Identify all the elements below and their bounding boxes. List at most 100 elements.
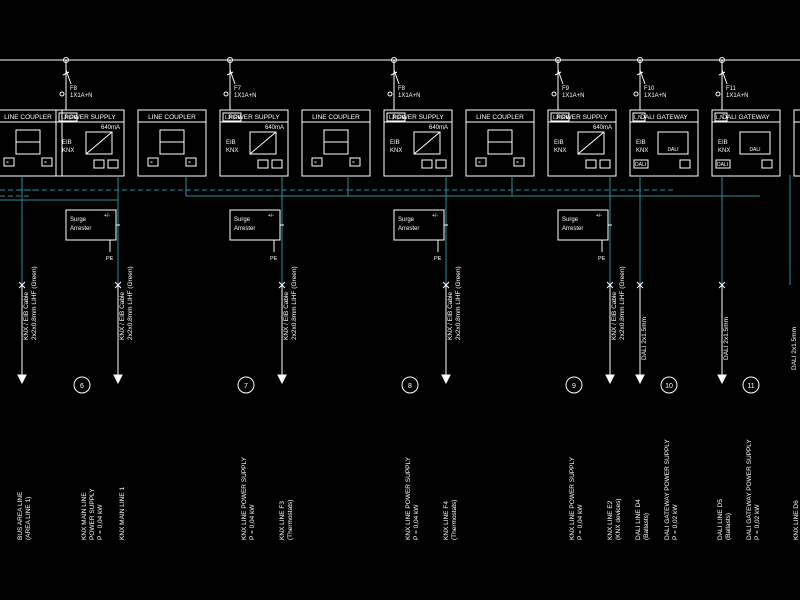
breaker-rating: 1X1A+N bbox=[70, 93, 93, 99]
input-terminal-label: L,N bbox=[716, 115, 724, 121]
feeder-arrow bbox=[635, 374, 645, 385]
circuit-number-ring bbox=[237, 376, 255, 394]
terminal-mark bbox=[606, 281, 614, 289]
terminal-block bbox=[311, 157, 323, 167]
cable-spec-label: 2x2x0.8mm LIHF (Green) bbox=[31, 266, 38, 340]
eib-label: EIB bbox=[62, 140, 72, 146]
module-coupler: LINE COUPLER×× bbox=[137, 109, 207, 177]
circuit-number-ring bbox=[73, 376, 91, 394]
terminal-block bbox=[185, 157, 197, 167]
circuit-description: BUS AREA LINE(AREA LINE 1) bbox=[17, 491, 32, 540]
circuit-number: 6 bbox=[73, 376, 91, 394]
dali-cable-label: DALI 2x1.5mm bbox=[723, 317, 730, 360]
terminal-mark: × bbox=[516, 160, 519, 166]
circuit-number-text: 6 bbox=[80, 383, 84, 390]
power-supply-symbol bbox=[413, 131, 441, 155]
circuit-description: DALI LINE D4(Ballasts) bbox=[635, 499, 650, 540]
circuit-number: 11 bbox=[742, 376, 760, 394]
circuit-description-line: (Ballasts) bbox=[725, 513, 732, 540]
outgoing-feeder bbox=[441, 281, 451, 385]
outgoing-feeder bbox=[717, 281, 727, 385]
output-terminal bbox=[761, 159, 773, 169]
circuit-description-line: DALI GATEWAY POWER SUPPLY bbox=[746, 439, 753, 540]
knx-label: KNX bbox=[636, 148, 648, 154]
outgoing-feeders bbox=[17, 281, 727, 385]
feeder-arrow bbox=[717, 374, 727, 385]
module-title: LINE COUPLER bbox=[312, 114, 360, 121]
breaker-rating: 1X1A+N bbox=[644, 93, 667, 99]
device-modules-row: LINE COUPLER××POWER SUPPLY640mAL,N,PEEIB… bbox=[0, 109, 800, 177]
dali-terminal bbox=[633, 159, 649, 169]
circuit-number-text: 9 bbox=[572, 383, 576, 390]
terminal-mark: × bbox=[352, 160, 355, 166]
output-terminal bbox=[585, 159, 597, 169]
dali-box-label: DALI bbox=[667, 147, 678, 153]
terminal-mark bbox=[278, 281, 286, 289]
terminal-mark bbox=[636, 281, 644, 289]
surge-arrester-label: Surge bbox=[70, 217, 87, 223]
surge-arrester-label: Arrester bbox=[562, 226, 583, 232]
eib-label: EIB bbox=[636, 140, 646, 146]
surge-arrester-label: Surge bbox=[234, 217, 251, 223]
input-terminal bbox=[386, 112, 406, 122]
output-terminal bbox=[257, 159, 269, 169]
circuit-number-text: 8 bbox=[408, 383, 412, 390]
cable-type-label: KNX / EIB Cable bbox=[447, 292, 454, 340]
input-terminal bbox=[222, 112, 242, 122]
circuit-description: KNX LINE F4(Thermostats) bbox=[443, 500, 458, 540]
knx-label: KNX bbox=[554, 148, 566, 154]
terminal-mark: × bbox=[314, 160, 317, 166]
circuit-description-line: DALI GATEWAY POWER SUPPLY bbox=[664, 439, 671, 540]
eib-label: EIB bbox=[390, 140, 400, 146]
breaker-f11: F11 1X1A+N bbox=[715, 57, 749, 99]
power-supply-diagonal bbox=[249, 131, 277, 155]
eib-label: EIB bbox=[718, 140, 728, 146]
cable-spec-label: 2x2x0.8mm LIHF (Green) bbox=[127, 266, 134, 340]
breaker-rating: 1X1A+N bbox=[398, 93, 421, 99]
module-rating: 640mA bbox=[101, 125, 120, 131]
input-terminal bbox=[632, 112, 646, 122]
module-rating: 640mA bbox=[265, 125, 284, 131]
module-title: DALI GATEWAY bbox=[640, 114, 688, 121]
circuit-number: 10 bbox=[660, 376, 678, 394]
circuit-number-ring bbox=[565, 376, 583, 394]
surge-terminal-mark: +/- bbox=[268, 213, 274, 219]
terminal-block bbox=[475, 157, 487, 167]
terminal-mark: × bbox=[150, 160, 153, 166]
module-title: POWER SUPPLY bbox=[392, 114, 444, 121]
dali-terminal-label: DALI bbox=[717, 162, 728, 168]
circuit-description-line: (KNX devices) bbox=[615, 498, 622, 540]
terminal-mark bbox=[114, 281, 122, 289]
circuit-number: 8 bbox=[401, 376, 419, 394]
circuit-description-line: DALI LINE D4 bbox=[635, 499, 642, 540]
module-title: LINE COUPLER bbox=[4, 114, 52, 121]
module-title: POWER SUPPLY bbox=[64, 114, 116, 121]
circuit-description-line: KNX LINE POWER SUPPLY bbox=[569, 456, 576, 540]
circuit-description-line: P = 0,04 kW bbox=[97, 504, 104, 540]
outgoing-feeder bbox=[113, 281, 123, 385]
circuit-description: KNX LINE E2(KNX devices) bbox=[607, 498, 622, 540]
circuit-number-text: 10 bbox=[665, 383, 673, 390]
outgoing-feeder bbox=[605, 281, 615, 385]
circuit-description-line: KNX MAIN LINE 1 bbox=[119, 487, 126, 540]
pe-label: PE bbox=[598, 256, 606, 262]
outgoing-feeder bbox=[277, 281, 287, 385]
module-title: LINE COUPLER bbox=[148, 114, 196, 121]
dali-gateway-symbol bbox=[739, 131, 771, 155]
circuit-description: KNX LINE D6 bbox=[793, 500, 800, 540]
power-supply-symbol bbox=[85, 131, 113, 155]
surge-arrester-label: Surge bbox=[562, 217, 579, 223]
outgoing-feeder bbox=[635, 281, 645, 385]
input-terminal-label: L,N,PE bbox=[225, 115, 242, 121]
dali-cable-label: DALI 2x1.5mm bbox=[641, 317, 648, 360]
module-frame bbox=[383, 109, 453, 177]
surge-terminal-mark: +/- bbox=[104, 213, 110, 219]
feeder-arrow bbox=[17, 374, 27, 385]
